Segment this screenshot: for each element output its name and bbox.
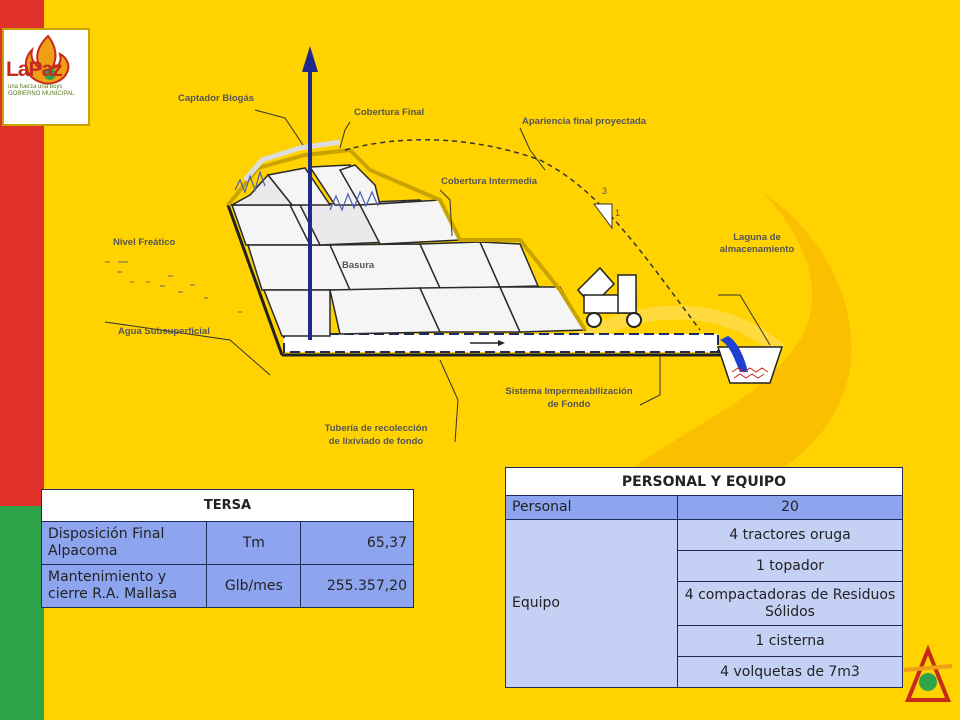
- water-table-dashes: [105, 261, 242, 313]
- table-row: Mantenimiento y cierre R.A. Mallasa Glb/…: [40, 564, 414, 608]
- bottom-liner: [226, 204, 720, 357]
- tersa-desc: Disposición Final Alpacoma: [40, 521, 208, 565]
- flag-stripe-green: [0, 506, 44, 720]
- tersa-table: TERSA Disposición Final Alpacoma Tm 65,3…: [40, 489, 414, 608]
- lapaz-logo: [2, 28, 90, 126]
- label-lagoon-1: Laguna de: [733, 232, 781, 243]
- table-row: 4 volquetas de 7m3: [506, 656, 903, 688]
- equipo-item: 4 volquetas de 7m3: [677, 656, 903, 688]
- table-row: 4 compactadoras de Residuos Sólidos: [506, 581, 903, 626]
- landfill-diagram: Captador Biogás Cobertura Final Aparienc…: [104, 46, 852, 470]
- dump-truck-icon: [576, 266, 642, 328]
- logo-tagline: una fuerza una boys GOBIERNO MUNICIPAL: [8, 84, 75, 97]
- final-cover: [243, 139, 341, 182]
- label-leachate-pipe-2: de lixiviado de fondo: [329, 436, 424, 447]
- label-intermediate-cover: Cobertura Intermedia: [441, 176, 538, 187]
- label-water-table: Nivel Freático: [113, 237, 175, 248]
- label-waste: Basura: [342, 260, 375, 271]
- logo-wordmark: LaPaz: [6, 58, 63, 81]
- table-row: 1 topador: [506, 550, 903, 582]
- tersa-value: 65,37: [300, 521, 414, 565]
- label-slope-horizontal: 1: [615, 208, 620, 218]
- label-biogas-captor: Captador Biogás: [178, 93, 254, 104]
- equipo-label: Equipo: [505, 519, 678, 688]
- tersa-header: TERSA: [41, 489, 414, 522]
- personal-equipo-header: PERSONAL Y EQUIPO: [505, 467, 903, 496]
- table-row: Equipo 4 tractores oruga: [505, 519, 903, 688]
- label-liner-system-1: Sistema Impermeabilización: [505, 386, 632, 397]
- equipo-item: 1 topador: [677, 550, 903, 582]
- emblem-icon: [903, 644, 953, 702]
- slope-triangle: [593, 203, 613, 230]
- table-row: Personal 20: [505, 495, 903, 520]
- equipo-item: 4 compactadoras de Residuos Sólidos: [677, 581, 903, 626]
- label-slope-vertical: 3: [602, 186, 607, 196]
- personal-equipo-table: PERSONAL Y EQUIPO Personal 20 Equipo 4 t…: [505, 467, 903, 688]
- projected-final-appearance: [344, 139, 701, 331]
- label-liner-system-2: de Fondo: [548, 399, 591, 410]
- personal-value: 20: [677, 495, 903, 520]
- waste-cells: [229, 164, 587, 337]
- tersa-value: 255.357,20: [300, 564, 414, 608]
- background-flame: [630, 190, 852, 470]
- equipo-item: 4 tractores oruga: [677, 519, 903, 551]
- equipo-item: 1 cisterna: [677, 625, 903, 657]
- label-lagoon-2: almacenamiento: [720, 244, 795, 255]
- storage-lagoon-icon: [716, 336, 784, 384]
- tersa-unit: Glb/mes: [206, 564, 302, 608]
- label-final-cover: Cobertura Final: [354, 107, 424, 118]
- intermediate-cover: [226, 147, 587, 332]
- label-projected-appearance: Apariencia final proyectada: [522, 116, 647, 127]
- table-row: Disposición Final Alpacoma Tm 65,37: [40, 521, 414, 565]
- label-subsurface-water: Agua Subsuperficial: [118, 326, 210, 337]
- label-leachate-pipe-1: Tubería de recolección: [325, 423, 428, 434]
- personal-label: Personal: [505, 495, 678, 520]
- tersa-desc: Mantenimiento y cierre R.A. Mallasa: [40, 564, 208, 608]
- tersa-unit: Tm: [206, 521, 302, 565]
- flame-icon: [24, 34, 70, 85]
